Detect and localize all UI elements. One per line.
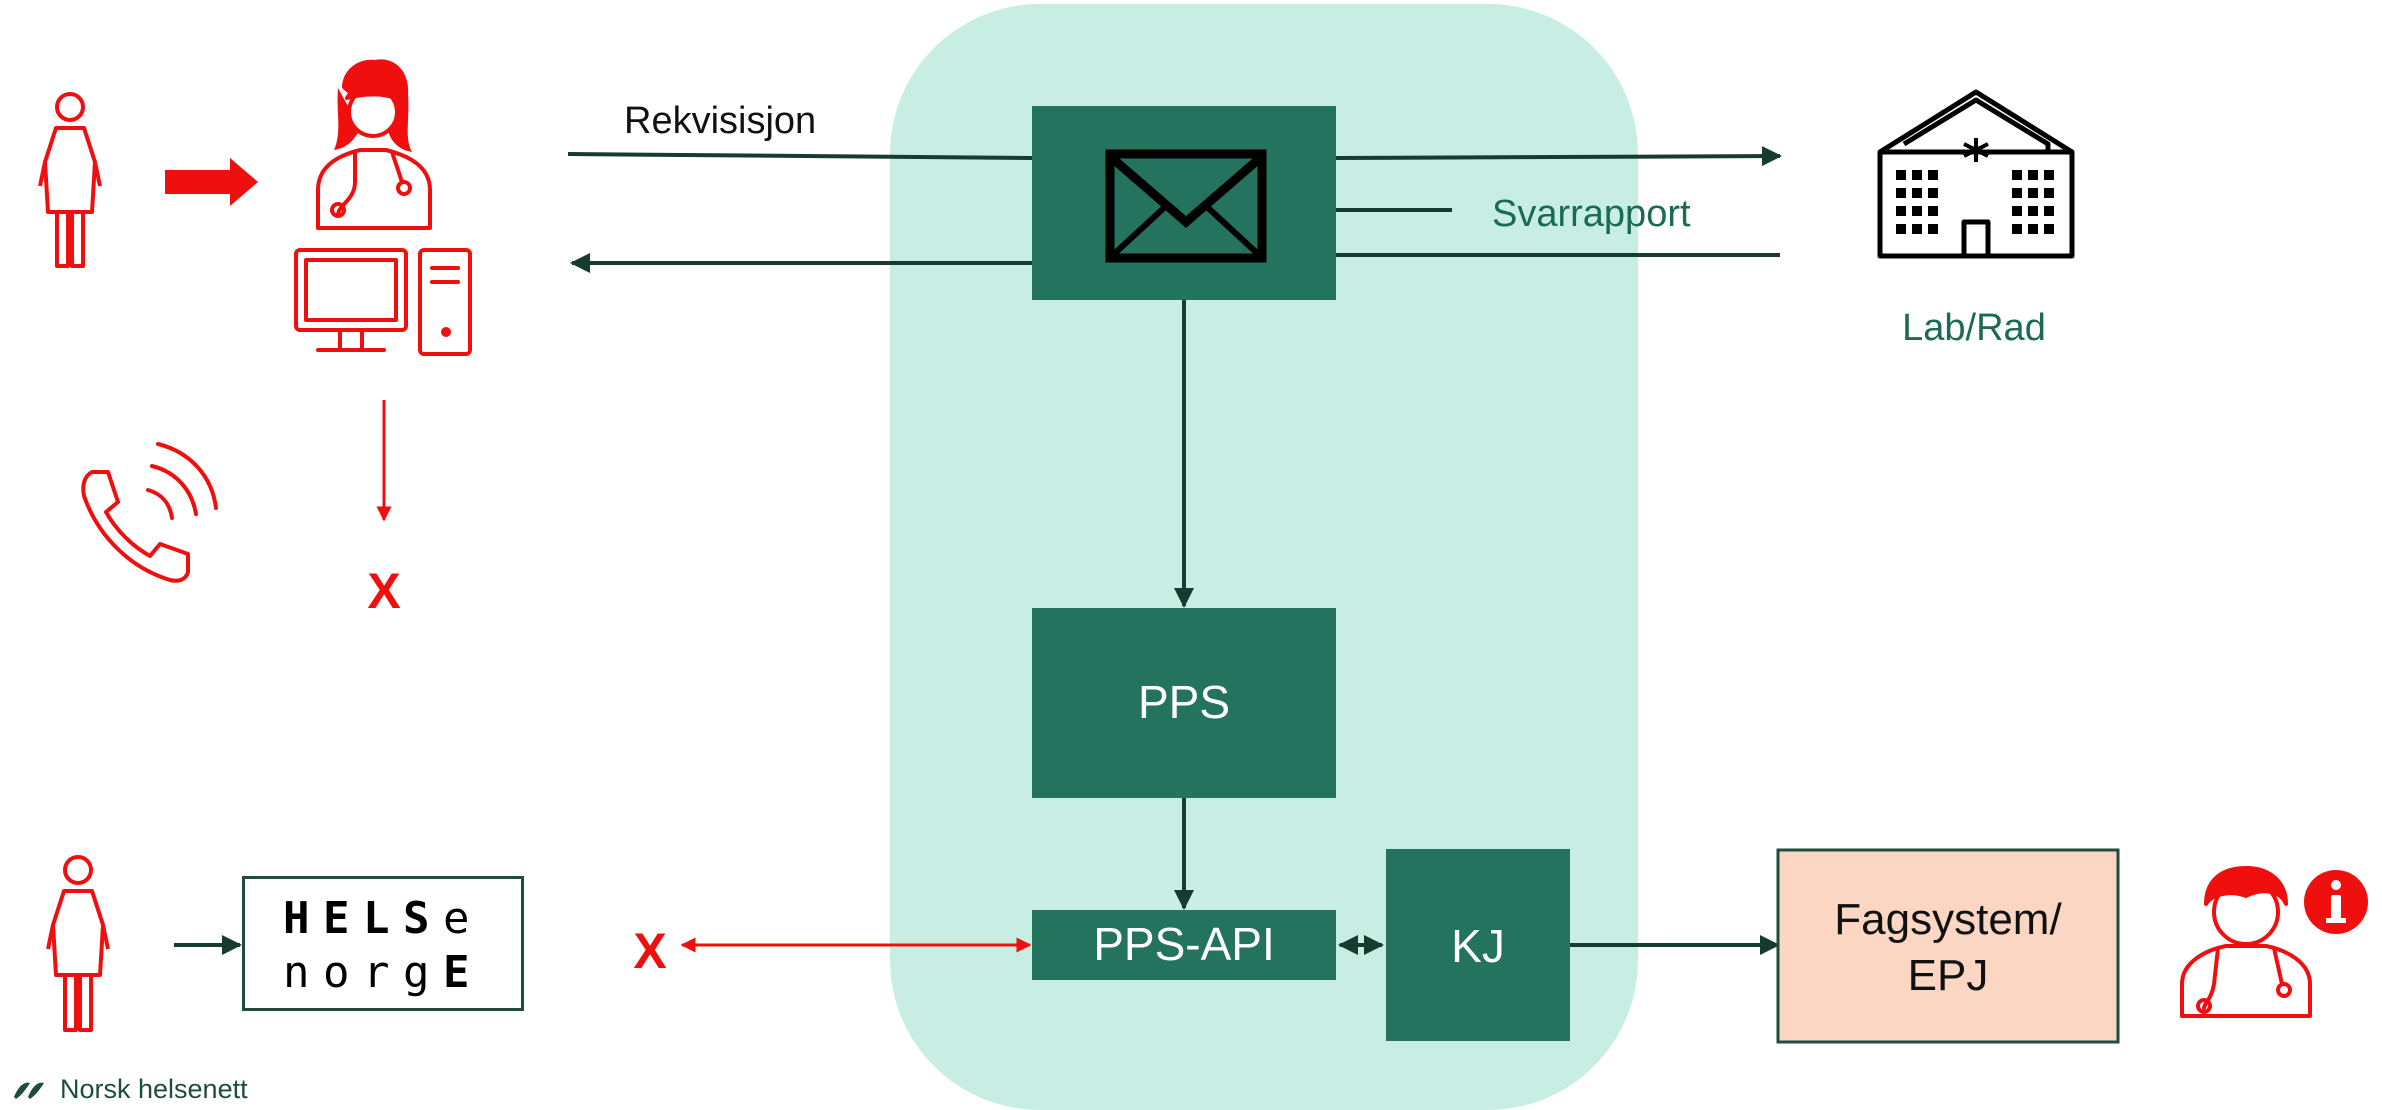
- helsenorge-row-2: n o r g E: [245, 947, 521, 998]
- pps-box: [1032, 608, 1336, 798]
- lab-rad-label: Lab/Rad: [1902, 307, 2046, 349]
- svarrapport-label: Svarrapport: [1492, 193, 1691, 235]
- info-icon: [2304, 870, 2368, 934]
- fagsystem-box: [1776, 848, 2120, 1044]
- pps-api-box: [1032, 910, 1336, 980]
- helsenorge-row-1: H E L S e: [245, 893, 521, 944]
- kj-box: [1386, 849, 1570, 1041]
- fagsystem-label-line2: EPJ: [1908, 951, 1989, 1000]
- doctor-at-computer-icon: [294, 59, 472, 356]
- right-arrow-icon: [165, 158, 258, 206]
- helsenorge-letter: L: [363, 893, 404, 944]
- helsenorge-letter: g: [403, 947, 444, 998]
- hospital-windows: [1896, 170, 2054, 234]
- helsenorge-letter: E: [443, 947, 484, 998]
- message-box: [1032, 106, 1336, 300]
- x-mark-bottom: X: [633, 923, 666, 979]
- pps-label: PPS: [1138, 676, 1230, 728]
- helsenorge-letter: r: [363, 947, 404, 998]
- rekvisisjon-label: Rekvisisjon: [624, 100, 816, 142]
- x-mark-top: X: [367, 563, 400, 619]
- doctor-info-icon: [2180, 866, 2312, 1018]
- norsk-helsenett-logo: Norsk helsenett: [12, 1074, 248, 1105]
- helsenorge-logo: H E L S e n o r g E: [242, 876, 524, 1011]
- helsenorge-letter: S: [403, 893, 444, 944]
- norsk-helsenett-mark-icon: [14, 1082, 44, 1099]
- helsenorge-letter: o: [323, 947, 364, 998]
- fagsystem-label-line1: Fagsystem/: [1834, 895, 2062, 944]
- helsenorge-letter: H: [283, 893, 324, 944]
- person-icon-bottom: [46, 855, 110, 1032]
- norsk-helsenett-text: Norsk helsenett: [60, 1074, 248, 1104]
- envelope-icon: [1105, 149, 1267, 263]
- person-icon: [38, 92, 102, 268]
- hospital-icon: [1877, 89, 2075, 259]
- pps-api-label: PPS-API: [1093, 918, 1275, 970]
- helsenorge-letter: e: [443, 893, 484, 944]
- kj-label: KJ: [1451, 920, 1505, 972]
- helsenorge-letter: n: [283, 947, 324, 998]
- phone-icon: [81, 442, 218, 583]
- helsenorge-letter: E: [323, 893, 364, 944]
